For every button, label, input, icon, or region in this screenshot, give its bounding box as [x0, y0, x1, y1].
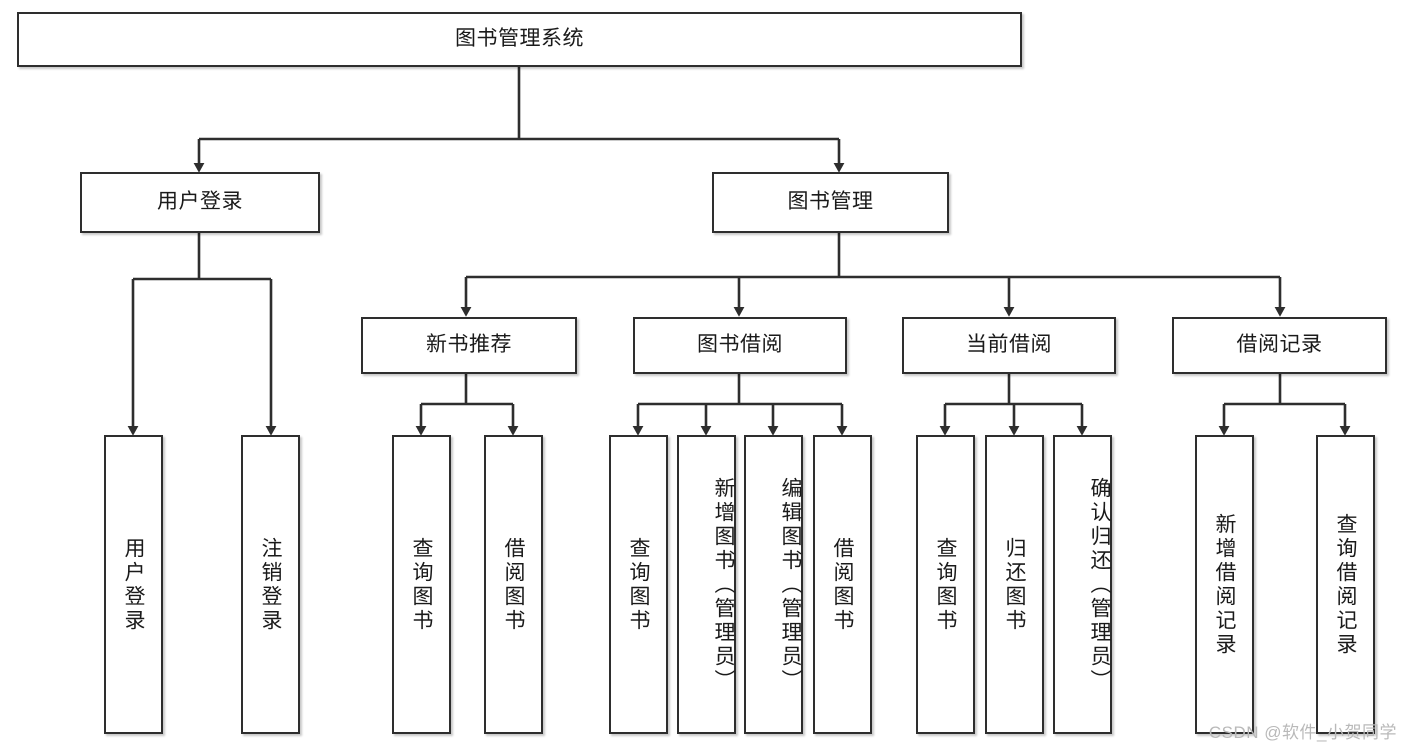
leaf-logout-login[interactable]: 注销登录: [241, 435, 300, 734]
node-label: 用户登录: [122, 536, 145, 633]
leaf-query-book-current[interactable]: 查询图书: [916, 435, 975, 734]
leaf-add-book-admin[interactable]: 新增图书（管理员）: [677, 435, 736, 734]
node-label: 用户登录: [157, 190, 243, 214]
node-label: 查询图书: [410, 536, 433, 633]
node-label: 借阅图书: [831, 536, 854, 633]
leaf-confirm-return-admin[interactable]: 确认归还（管理员）: [1053, 435, 1112, 734]
node-label: 查询图书: [934, 536, 957, 633]
node-label: 归还图书: [1003, 536, 1026, 633]
leaf-user-login[interactable]: 用户登录: [104, 435, 163, 734]
node-label: 确认归还（管理员）: [1088, 476, 1111, 693]
node-user-login[interactable]: 用户登录: [80, 172, 320, 233]
node-label: 借阅图书: [502, 536, 525, 633]
leaf-query-borrow-record[interactable]: 查询借阅记录: [1316, 435, 1375, 734]
node-label: 新增图书（管理员）: [712, 476, 735, 693]
node-label: 新增借阅记录: [1213, 512, 1236, 657]
node-book-management[interactable]: 图书管理: [712, 172, 949, 233]
leaf-add-borrow-record[interactable]: 新增借阅记录: [1195, 435, 1254, 734]
leaf-borrow-book-new-book[interactable]: 借阅图书: [484, 435, 543, 734]
node-label: 编辑图书（管理员）: [779, 476, 802, 693]
node-label: 查询借阅记录: [1334, 512, 1357, 657]
node-current-borrowing[interactable]: 当前借阅: [902, 317, 1116, 374]
node-label: 当前借阅: [966, 333, 1052, 357]
node-label: 注销登录: [259, 536, 282, 633]
node-label: 图书借阅: [697, 333, 783, 357]
node-new-book-recommendation[interactable]: 新书推荐: [361, 317, 577, 374]
leaf-borrow-book-borrowing[interactable]: 借阅图书: [813, 435, 872, 734]
leaf-query-book-borrowing[interactable]: 查询图书: [609, 435, 668, 734]
node-label: 借阅记录: [1236, 333, 1323, 357]
node-label: 新书推荐: [426, 333, 512, 357]
csdn-watermark: CSDN @软件_小贺同学: [1208, 723, 1397, 742]
node-book-borrowing[interactable]: 图书借阅: [633, 317, 847, 374]
node-label: 图书管理: [787, 190, 874, 214]
node-label: 图书管理系统: [455, 27, 584, 51]
node-root-book-management-system[interactable]: 图书管理系统: [17, 12, 1022, 67]
node-borrowing-record[interactable]: 借阅记录: [1172, 317, 1387, 374]
leaf-return-book[interactable]: 归还图书: [985, 435, 1044, 734]
leaf-edit-book-admin[interactable]: 编辑图书（管理员）: [744, 435, 803, 734]
leaf-query-book-new-book[interactable]: 查询图书: [392, 435, 451, 734]
node-label: 查询图书: [627, 536, 650, 633]
